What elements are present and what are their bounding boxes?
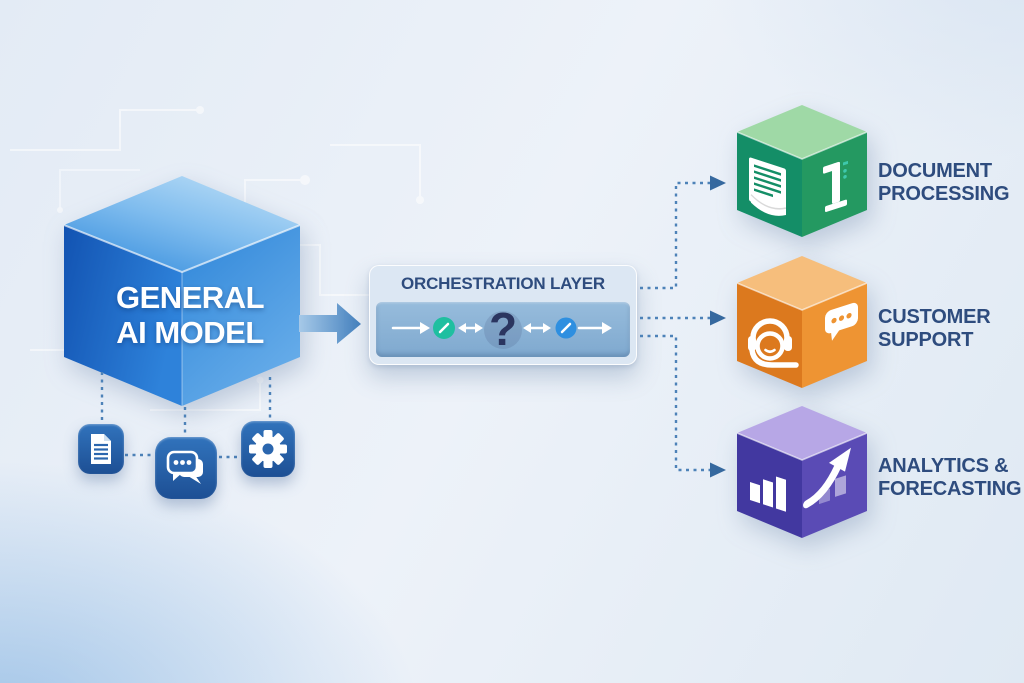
- document-scroll-icon: [749, 157, 787, 216]
- capability-tile-document: [78, 424, 124, 474]
- cube-title-line1: GENERAL: [115, 280, 265, 315]
- main-flow-arrow-icon: [299, 303, 361, 344]
- gear-icon: [249, 430, 287, 468]
- cube-right-face: [802, 433, 867, 538]
- flow-double-arrow-right: [523, 323, 531, 333]
- cube-left-face: [64, 225, 182, 406]
- growth-arrow-icon: [803, 447, 851, 509]
- connector-arrowheads: [710, 175, 726, 478]
- headset-agent-icon: [748, 318, 799, 368]
- orchestration-layer-box: ORCHESTRATION LAYER: [369, 265, 637, 365]
- orchestration-layer-title: ORCHESTRATION LAYER: [401, 274, 605, 293]
- connector-to-document-processing: [640, 181, 710, 290]
- general-ai-model-title: GENERAL AI MODEL: [80, 280, 300, 350]
- capability-tile-chat: [155, 437, 217, 499]
- pipeline-one-icon: [823, 160, 848, 212]
- customer-support-cube: [737, 256, 867, 388]
- connector-to-analytics: [640, 334, 710, 472]
- chat-bubbles-icon: [166, 450, 203, 484]
- support-chat-bubble-icon: [825, 302, 858, 341]
- capability-tile-gear: [241, 421, 295, 477]
- question-mark: ?: [489, 303, 517, 355]
- general-ai-model-cube: [64, 176, 300, 406]
- cube-title-line2: AI MODEL: [116, 315, 264, 350]
- orchestration-flow-diagram: ?: [391, 303, 612, 355]
- cube-right-face: [182, 225, 300, 406]
- orchestration-flow-band: ?: [376, 302, 630, 357]
- customer-support-label: CUSTOMER SUPPORT: [878, 306, 991, 351]
- analytics-forecasting-label: ANALYTICS & FORECASTING: [878, 455, 1022, 500]
- document-icon: [91, 434, 111, 464]
- document-processing-cube: [737, 105, 867, 237]
- flow-double-arrow-left: [458, 323, 466, 333]
- document-processing-label: DOCUMENT PROCESSING: [878, 160, 1010, 205]
- bar-chart-growth-icon: [750, 476, 786, 512]
- analytics-forecasting-cube: [737, 406, 867, 538]
